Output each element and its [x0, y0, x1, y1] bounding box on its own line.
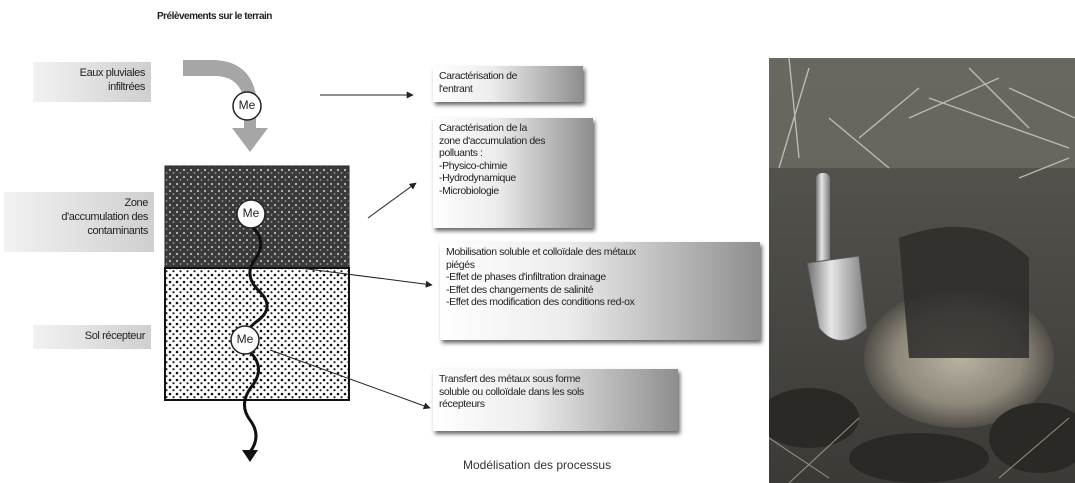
- infiltration-arrow: [183, 60, 268, 152]
- flow-arrowhead: [242, 450, 258, 462]
- label-rain-water: Eaux pluviales infiltrées: [33, 62, 151, 102]
- box-entrant: Caractérisation de l'entrant: [433, 66, 583, 102]
- me-label-bottom: Me: [236, 332, 254, 346]
- me-circle-top: [232, 91, 262, 121]
- box-accumulation: Caractérisation de la zone d'accumulatio…: [433, 118, 593, 228]
- arrow-to-mobilisation: [299, 267, 433, 288]
- process-diagram: [164, 60, 433, 462]
- label-accumulation-zone: Zone d'accumulation des contaminants: [4, 192, 154, 252]
- field-sampling-photo: [769, 58, 1075, 483]
- me-label-middle: Me: [242, 206, 260, 220]
- me-circle-bottom: [230, 325, 260, 355]
- box-transfert: Transfert des métaux sous forme soluble …: [433, 369, 678, 431]
- me-circle-middle: [236, 199, 266, 229]
- box-mobilisation: Mobilisation soluble et colloïdale des m…: [440, 242, 760, 340]
- arrow-to-transfert: [269, 349, 431, 410]
- label-receiving-soil: Sol récepteur: [33, 325, 151, 349]
- arrow-to-accumulation: [367, 182, 417, 219]
- footer-modelisation: Modélisation des processus: [463, 458, 612, 472]
- me-label-top: Me: [238, 98, 256, 112]
- diagram-title: Prélèvements sur le terrain: [157, 11, 272, 22]
